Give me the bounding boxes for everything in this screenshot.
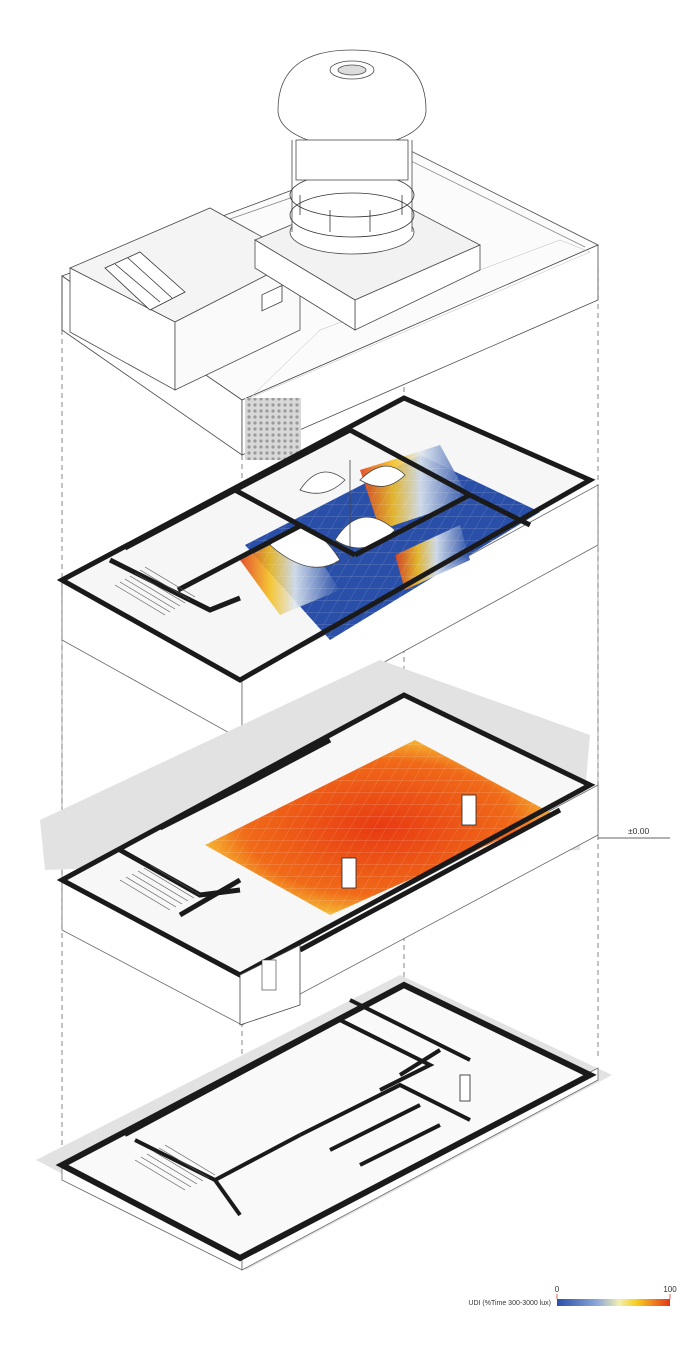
ground-floor (40, 660, 599, 1026)
level-marker-label: ±0.00 (628, 826, 649, 836)
legend-max-label: 100 (663, 1285, 677, 1294)
udi-legend: 0 100 UDI (%Time 300-3000 lux) (468, 1285, 677, 1307)
legend-title: UDI (%Time 300-3000 lux) (468, 1300, 551, 1307)
legend-color-bar (557, 1299, 670, 1306)
brick-shaft-upper (245, 398, 301, 460)
upper-floor (56, 395, 599, 741)
level-marker: ±0.00 (598, 826, 670, 839)
roof-level (61, 49, 599, 456)
basement-floor (36, 975, 612, 1271)
legend-min-label: 0 (555, 1285, 560, 1294)
